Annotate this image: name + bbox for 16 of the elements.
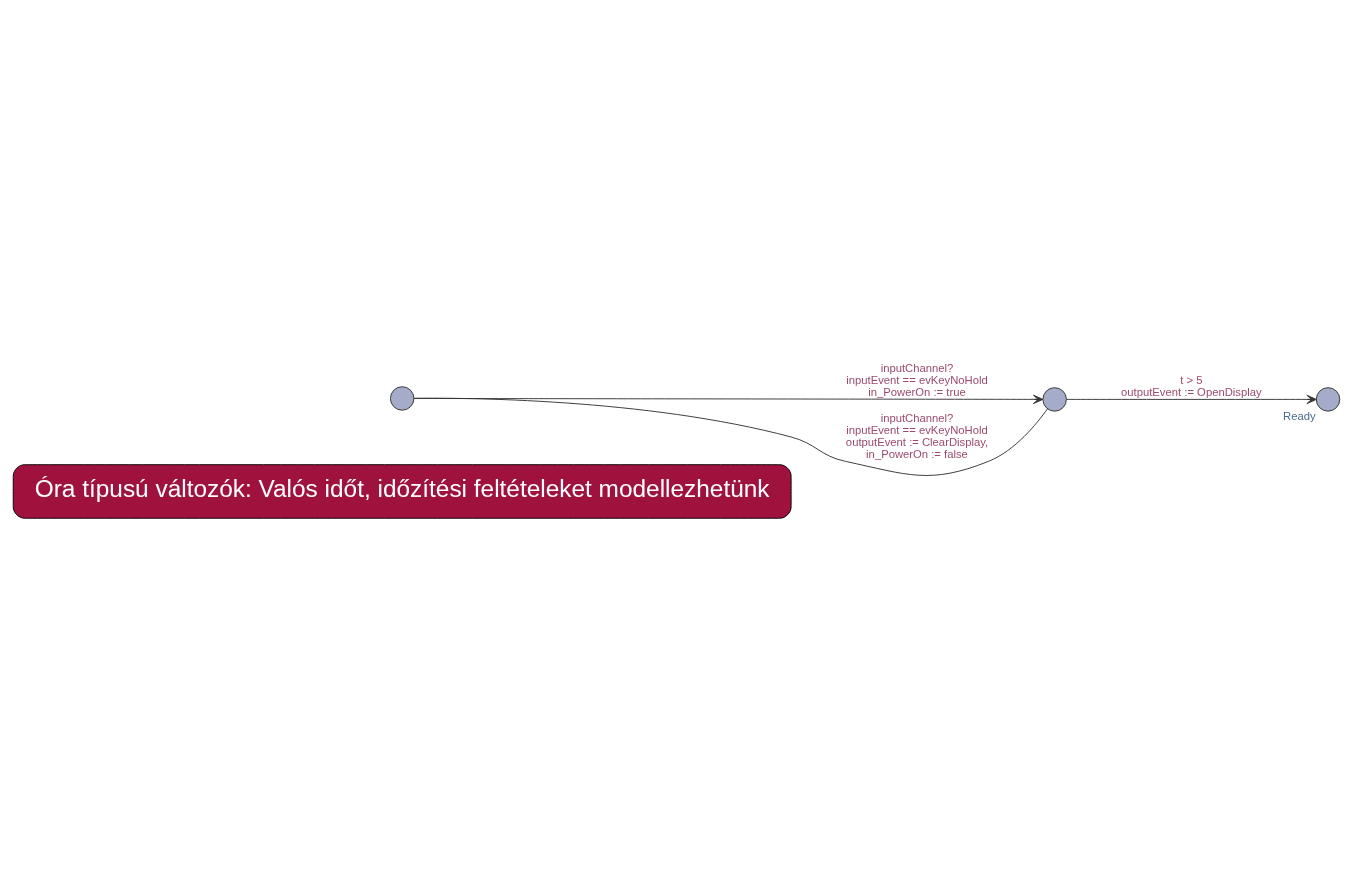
edge-label: inputChannel? (880, 411, 954, 424)
arrow (1066, 394, 1317, 405)
node-label: Ready (1283, 410, 1316, 423)
edge-label: outputEvent := ClearDisplay, (845, 436, 989, 448)
node-circle (1042, 387, 1067, 412)
edge-label: t > 5 (1180, 373, 1203, 386)
node-box: Óra típusú változók: Valós időt, időzítési feltételeket modellezhetünk (12, 464, 792, 519)
edge-label: inputEvent == evKeyNoHold (846, 373, 988, 386)
edge-label: outputEvent := OpenDisplay (1121, 386, 1262, 399)
node-circle (389, 386, 415, 411)
edge-label: in_PowerOn := true (868, 386, 966, 399)
edge-label: in_PowerOn := false (866, 448, 968, 461)
edge-label: inputEvent == evKeyNoHold (846, 423, 988, 436)
edge-label: inputChannel? (880, 361, 954, 374)
connector (413, 397, 1048, 476)
node-circle (1315, 387, 1341, 412)
